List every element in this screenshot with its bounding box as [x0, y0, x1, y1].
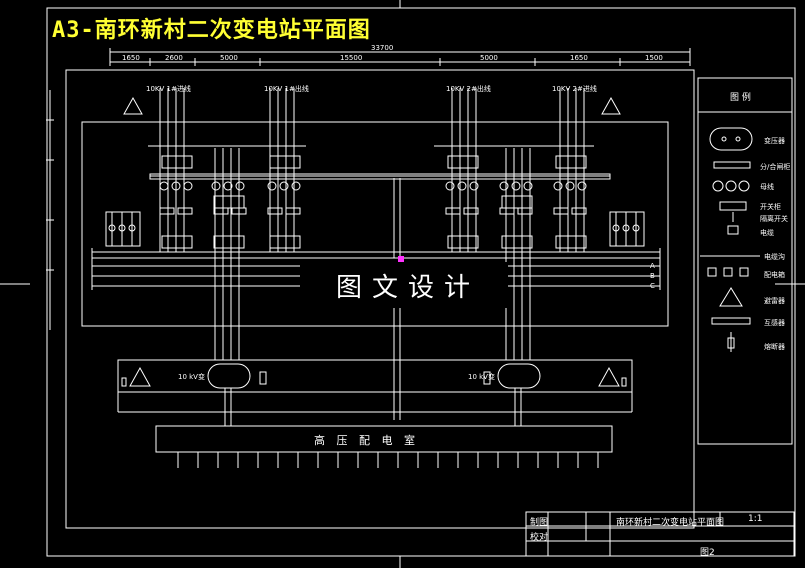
dimension-segment: 5000 — [220, 54, 238, 62]
bus-label: C — [650, 282, 655, 290]
sheet-number: 图2 — [700, 548, 715, 558]
scale-value: 1:1 — [748, 514, 763, 524]
transformer-right — [497, 363, 541, 389]
dimension-segment: 1650 — [122, 54, 140, 62]
legend-heading: 图 例 — [730, 93, 751, 103]
hv-room-label: 高 压 配 电 室 — [314, 434, 419, 447]
dimension-segment: 2600 — [165, 54, 183, 62]
switch-room — [81, 121, 669, 327]
hv-room — [155, 425, 613, 453]
plan-frame — [65, 69, 695, 529]
legend-item: 分/合闸柜 — [760, 163, 791, 171]
bay-label: 10KV 2#进线 — [552, 85, 597, 93]
dimension-segment: 1500 — [645, 54, 663, 62]
drawn-label: 制图 — [530, 518, 549, 528]
watermark: 图文设计 — [308, 262, 508, 308]
dimension-segment: 15500 — [340, 54, 363, 62]
legend-item: 避雷器 — [764, 297, 785, 305]
legend-item: 母线 — [760, 183, 774, 191]
arrester-left — [123, 96, 143, 115]
left-feeder-group — [105, 88, 301, 360]
transformer-label: 10 kV变 — [468, 373, 495, 381]
drawing-border — [46, 7, 796, 557]
drawing-name: 南环新村二次变电站平面图 — [616, 518, 725, 528]
legend-item: 电缆 — [760, 229, 774, 237]
bay-label: 10KV 2#出线 — [446, 85, 491, 93]
bus-label: B — [650, 272, 655, 280]
legend-item: 电缆沟 — [764, 253, 785, 261]
hv-room-feeders — [177, 452, 599, 468]
legend-frame — [697, 77, 793, 445]
transformer-label: 10 kV变 — [178, 373, 205, 381]
legend-item: 熔断器 — [764, 343, 785, 351]
arrester-right — [601, 96, 621, 115]
dimension-segment: 5000 — [480, 54, 498, 62]
check-label: 校对 — [530, 533, 549, 543]
legend-item: 配电箱 — [764, 271, 785, 279]
page-title: A3-南环新村二次变电站平面图 — [52, 18, 371, 43]
transformer-room — [117, 359, 633, 393]
dimension-segment: 1650 — [570, 54, 588, 62]
legend-item: 开关柜 — [760, 203, 781, 211]
legend-symbols — [700, 127, 760, 352]
legend-item: 隔离开关 — [760, 215, 788, 223]
right-feeder-group — [445, 88, 645, 360]
overall-dimension: 33700 — [371, 44, 394, 52]
bay-label: 10KV 1#出线 — [264, 85, 309, 93]
bus-label: A — [650, 262, 655, 270]
title-block — [525, 511, 795, 557]
legend-item: 互感器 — [764, 319, 785, 327]
bay-label: 10KV 1#进线 — [146, 85, 191, 93]
transformer-left — [207, 363, 251, 389]
legend-item: 变压器 — [764, 137, 785, 145]
